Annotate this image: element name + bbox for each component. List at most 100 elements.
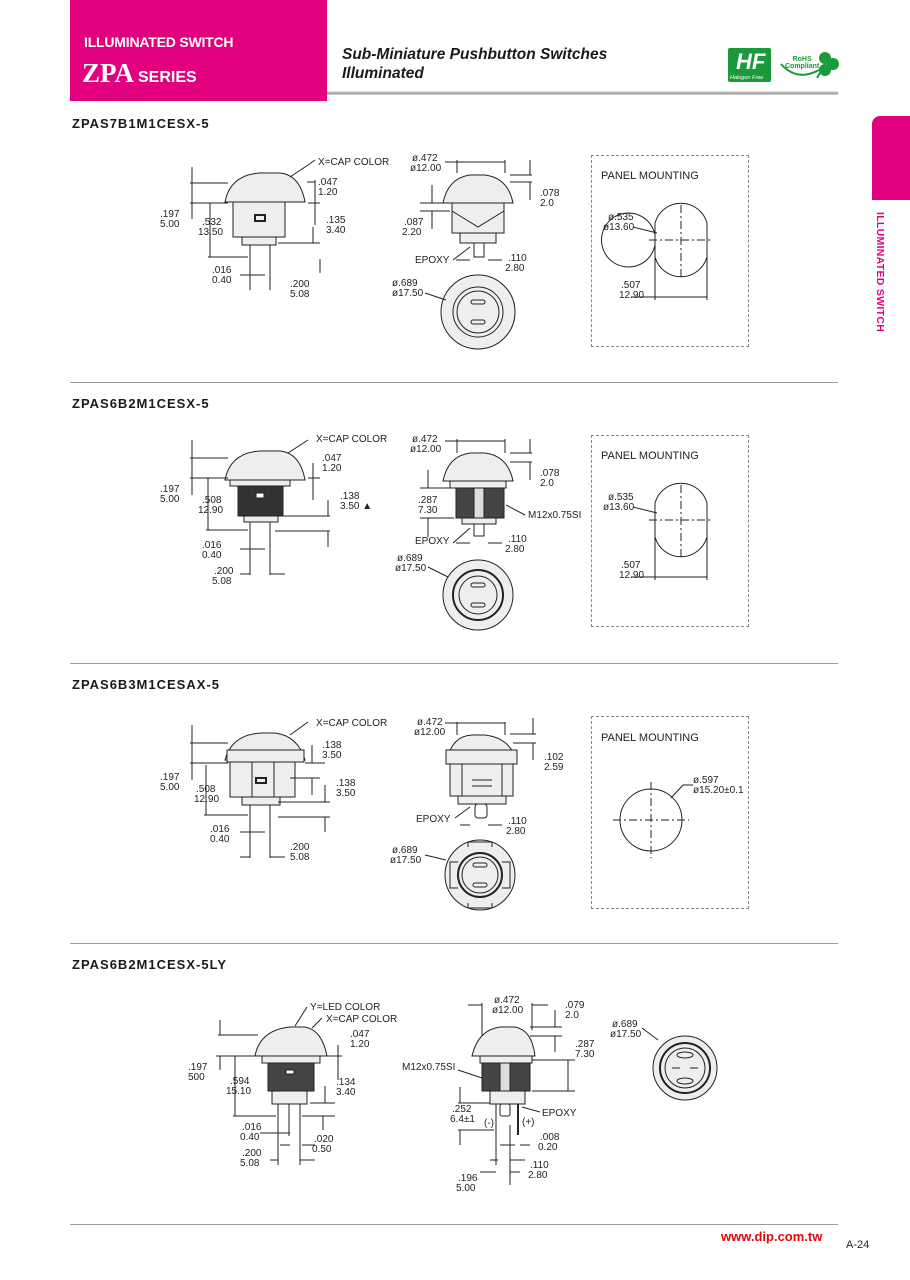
dim-label: ø12.00 — [410, 163, 442, 174]
dim-label: 2.0 — [540, 198, 554, 209]
dim-label: .508 — [202, 495, 222, 506]
negative-terminal-label: (-) — [484, 1118, 494, 1129]
dim-label: 12.90 — [194, 794, 219, 805]
dim-label: .138 — [336, 778, 356, 789]
dim-label: 5.00 — [160, 494, 180, 505]
dim-label: ø.689 — [397, 553, 423, 564]
dim-label: .016 — [212, 265, 232, 276]
dim-label: .252 — [452, 1104, 472, 1115]
dim-label: 2.80 — [505, 544, 525, 555]
dim-label: .138 — [340, 491, 360, 502]
dim-label: 0.40 — [210, 834, 230, 845]
dim-label: .197 — [188, 1062, 208, 1073]
dim-label: .047 — [318, 177, 338, 188]
dim-label: 2.80 — [505, 263, 525, 274]
dim-label: 3.50 ▲ — [340, 501, 372, 512]
dim-label: 13.50 — [198, 227, 223, 238]
panel-cutout-drawing-1: PANEL MOUNTING ø.535 ø13.60 .507 12.90 — [601, 170, 713, 301]
dim-label: .138 — [322, 740, 342, 751]
dim-label: 5.08 — [240, 1158, 260, 1169]
dim-label: ø.472 — [412, 153, 438, 164]
dim-label: 0.40 — [212, 275, 232, 286]
dim-label: .197 — [160, 209, 180, 220]
dim-label: .200 — [242, 1148, 262, 1159]
dim-label: .078 — [540, 468, 560, 479]
panel-mounting-title: PANEL MOUNTING — [601, 450, 699, 462]
side-view-drawing-1: ø.472 ø12.00 .078 2.0 .087 2.20 EPOXY .1… — [392, 153, 560, 350]
section-divider — [70, 943, 838, 944]
dim-label: .135 — [326, 215, 346, 226]
dim-label: .197 — [160, 772, 180, 783]
dim-label: .200 — [290, 279, 310, 290]
side-view-drawing-3: ø.472 ø12.00 .102 2.59 EPOXY .110 2.80 ø… — [390, 717, 564, 911]
dim-label: .197 — [160, 484, 180, 495]
side-view-drawing-2: ø.472 ø12.00 .078 2.0 .287 7.30 M12x0.75… — [395, 434, 581, 631]
thread-label: M12x0.75SI — [402, 1062, 455, 1073]
dim-label: 5.00 — [160, 782, 180, 793]
dim-label: ø17.50 — [395, 563, 427, 574]
dim-label: ø13.60 — [603, 502, 635, 513]
category-label: ILLUMINATED SWITCH — [84, 34, 234, 50]
front-view-drawing-2: X=CAP COLOR .047 1.20 .197 5.00 .508 12.… — [160, 434, 387, 587]
cap-color-note: X=CAP COLOR — [318, 157, 389, 168]
dim-label: 0.40 — [202, 550, 222, 561]
dim-label: ø17.50 — [390, 855, 422, 866]
dim-label: ø.535 — [608, 492, 634, 503]
dim-label: ø.689 — [392, 845, 418, 856]
dim-label: 5.08 — [290, 852, 310, 863]
dim-label: 5.00 — [456, 1183, 476, 1194]
panel-mounting-box-3 — [591, 716, 749, 909]
dim-label: 2.20 — [402, 227, 422, 238]
dim-label: ø13.60 — [603, 222, 635, 233]
dim-label: ø.689 — [612, 1019, 638, 1030]
dim-label: .047 — [322, 453, 342, 464]
dim-label: .134 — [336, 1077, 356, 1088]
dim-label: ø.472 — [417, 717, 443, 728]
cap-color-note: X=CAP COLOR — [316, 718, 387, 729]
dim-label: 2.59 — [544, 762, 564, 773]
dim-label: .110 — [530, 1160, 549, 1171]
dim-label: ø.597 — [693, 775, 719, 786]
dim-label: 0.50 — [312, 1144, 332, 1155]
website-link[interactable]: www.dip.com.tw — [721, 1229, 823, 1244]
dim-label: 2.0 — [565, 1010, 579, 1021]
part-number-4: ZPAS6B2M1CESX-5LY — [72, 957, 227, 972]
part-number-2: ZPAS6B2M1CESX-5 — [72, 396, 210, 411]
dim-label: ø17.50 — [392, 288, 424, 299]
dim-label: 15.10 — [226, 1086, 251, 1097]
rohs-line-2: Compliant — [785, 63, 820, 70]
dim-label: 0.40 — [240, 1132, 260, 1143]
dim-label: ø12.00 — [492, 1005, 524, 1016]
dim-label: 3.40 — [336, 1087, 356, 1098]
subtitle-line-1: Sub-Miniature Pushbutton Switches — [342, 46, 608, 63]
dim-label: 1.20 — [318, 187, 338, 198]
dim-label: 7.30 — [575, 1049, 595, 1060]
dim-label: 12.90 — [198, 505, 223, 516]
epoxy-label: EPOXY — [415, 255, 450, 266]
series-suffix: SERIES — [138, 69, 197, 86]
dim-label: .532 — [202, 217, 222, 228]
front-view-drawing-3: X=CAP COLOR .138 3.50 .197 5.00 .508 12.… — [160, 718, 387, 863]
dim-label: 2.80 — [528, 1170, 548, 1181]
dim-label: 2.0 — [540, 478, 554, 489]
dim-label: ø12.00 — [414, 727, 446, 738]
panel-mounting-box-1 — [591, 155, 749, 347]
bottom-view-drawing-4: ø.689 ø17.50 — [610, 1019, 718, 1101]
dim-label: 2.80 — [506, 826, 526, 837]
section-divider — [70, 382, 838, 383]
subtitle-line-2: Illuminated — [342, 65, 424, 82]
dim-label: ø.535 — [608, 212, 634, 223]
side-tab — [872, 116, 910, 200]
dim-label: ø.689 — [392, 278, 418, 289]
front-view-drawing-4: Y=LED COLOR X=CAP COLOR .047 1.20 .197 5… — [188, 1002, 397, 1169]
dim-label: 0.20 — [538, 1142, 558, 1153]
dim-label: .507 — [621, 560, 641, 571]
part-number-3: ZPAS6B3M1CESAX-5 — [72, 677, 220, 692]
dim-label: 3.50 — [336, 788, 356, 799]
dim-label: ø17.50 — [610, 1029, 642, 1040]
clover-icon — [780, 52, 839, 79]
dim-label: 1.20 — [350, 1039, 370, 1050]
thread-label: M12x0.75SI — [528, 510, 581, 521]
dim-label: .508 — [196, 784, 216, 795]
